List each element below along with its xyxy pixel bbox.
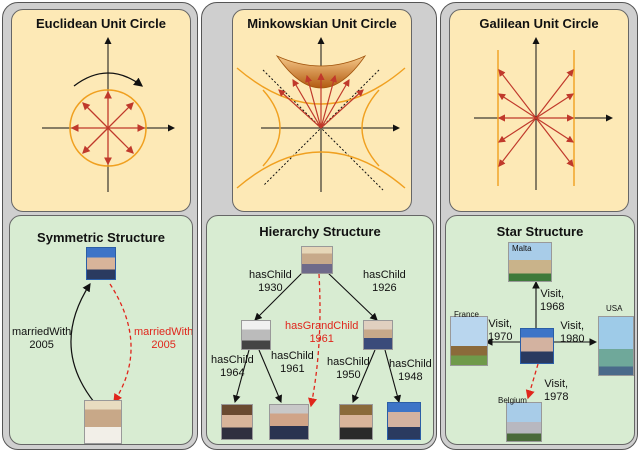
person-photo xyxy=(301,246,333,274)
visit-label: Visit,1980 xyxy=(560,320,585,345)
symmetric-title: Symmetric Structure xyxy=(37,230,165,245)
place-label-france: France xyxy=(454,310,479,319)
hyperbola xyxy=(236,151,406,189)
inferred-visit-edge xyxy=(525,363,539,400)
hierarchy-edge xyxy=(384,349,402,404)
euclidean-column: Euclidean Unit Circle Symmetric S xyxy=(2,2,198,450)
vector xyxy=(320,74,337,129)
vector xyxy=(320,78,350,129)
vector xyxy=(497,117,537,143)
hierarchy-edge xyxy=(232,349,250,404)
vector xyxy=(497,93,537,119)
vector xyxy=(535,117,574,167)
vector xyxy=(107,127,134,154)
landmark-photo-france xyxy=(450,316,488,366)
galilean-column: Galilean Unit Circle xyxy=(440,2,638,450)
vector xyxy=(107,102,134,129)
place-label-belgium: Belgium xyxy=(498,396,527,405)
person-photo xyxy=(269,404,309,440)
person-photo xyxy=(241,320,271,350)
vector xyxy=(535,69,574,119)
visit-label: Visit,1968 xyxy=(540,288,565,313)
vector xyxy=(535,93,575,119)
place-label-usa: USA xyxy=(606,304,623,313)
star-graph xyxy=(484,280,598,400)
married-edge xyxy=(70,282,95,403)
person-photo xyxy=(84,400,122,444)
vector xyxy=(498,69,537,119)
vector xyxy=(498,117,537,167)
hierarchy-edge xyxy=(326,271,378,321)
hierarchy-title: Hierarchy Structure xyxy=(259,224,381,239)
inferred-grandchild-edge xyxy=(308,273,321,408)
person-photo xyxy=(221,404,253,440)
euclidean-diagram xyxy=(42,37,175,192)
hierarchy-edge xyxy=(258,349,282,404)
visit-label: Visit,1970 xyxy=(488,318,513,343)
vector xyxy=(305,74,322,129)
person-photo xyxy=(363,320,393,350)
vector xyxy=(292,78,322,129)
visit-label: Visit,1978 xyxy=(544,378,569,403)
symmetric-graph xyxy=(70,282,132,404)
minkowskian-column: Minkowskian Unit Circle xyxy=(201,2,437,450)
vector xyxy=(320,89,364,129)
inferred-married-edge xyxy=(109,283,132,404)
galilean-panel: Galilean Unit Circle xyxy=(449,9,629,212)
hyperbola xyxy=(262,89,281,167)
galilean-diagram xyxy=(474,37,613,190)
light-cone-line xyxy=(262,69,380,187)
euclidean-panel: Euclidean Unit Circle xyxy=(11,9,191,212)
hierarchy-graph xyxy=(232,271,402,408)
hierarchy-edge xyxy=(254,271,304,321)
landmark-photo-usa xyxy=(598,316,634,376)
vector xyxy=(82,102,109,129)
unit-circle xyxy=(69,89,147,167)
galilean-title: Galilean Unit Circle xyxy=(479,16,599,31)
hyperbola xyxy=(361,89,380,167)
star-panel: Star Structure Malta France USA Belgium … xyxy=(445,215,635,445)
person-photo xyxy=(387,402,421,440)
minkowskian-title: Minkowskian Unit Circle xyxy=(247,16,397,31)
rotation-arc xyxy=(73,72,144,87)
person-photo xyxy=(520,328,554,364)
vector xyxy=(535,117,575,143)
minkowskian-panel: Minkowskian Unit Circle xyxy=(232,9,412,212)
minkowskian-diagram xyxy=(236,37,406,192)
hierarchy-edge xyxy=(352,349,376,404)
person-photo xyxy=(86,247,116,280)
euclidean-title: Euclidean Unit Circle xyxy=(35,16,167,31)
landmark-photo-malta xyxy=(508,242,552,282)
landmark-photo-belgium xyxy=(506,402,542,442)
star-title: Star Structure xyxy=(496,224,584,239)
vector xyxy=(82,127,109,154)
vector xyxy=(278,89,322,129)
person-photo xyxy=(339,404,373,440)
place-label-malta: Malta xyxy=(512,244,532,253)
